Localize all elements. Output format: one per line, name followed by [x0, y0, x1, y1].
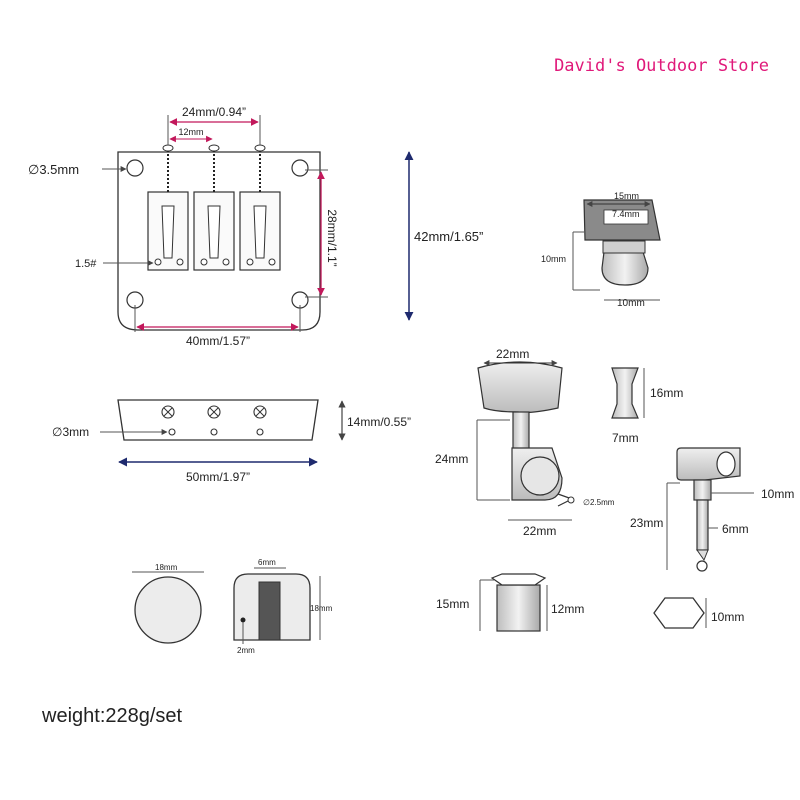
- spring: [167, 150, 261, 192]
- store-name: David's Outdoor Store: [554, 56, 769, 76]
- knob-side-shaft-label: 6mm: [258, 558, 276, 567]
- washer-inner-label: 12mm: [551, 602, 584, 616]
- tuner-base-width-label: 22mm: [523, 524, 556, 538]
- bushing-side-view: 16mm 7mm: [611, 367, 683, 445]
- strap-button-height-label: 10mm: [541, 254, 566, 264]
- tuner-screw-hole-label: ∅2.5mm: [583, 498, 615, 507]
- tuner-button-width-label: 22mm: [496, 347, 529, 361]
- bridge-top-view: 24mm/0.94” 12mm ∅3.5mm 1.5# 28mm/1.1” 40…: [28, 105, 483, 348]
- bridge-side-width-label: 50mm/1.97”: [186, 470, 250, 484]
- bushing-body: [611, 367, 639, 419]
- hex-nut-body: [653, 597, 705, 629]
- strap-button-top-label: 15mm: [614, 191, 639, 201]
- tuner-side-head-label: 10mm: [761, 487, 794, 501]
- tuner-side-view: 10mm 6mm 23mm: [630, 447, 794, 572]
- bridge-side-height-label: 14mm/0.55”: [347, 415, 411, 429]
- washer: 15mm 12mm: [436, 573, 584, 632]
- bridge-spacing-outer-label: 24mm/0.94”: [182, 105, 246, 119]
- bridge-hole-diameter-label: ∅3.5mm: [28, 162, 79, 177]
- strap-button: 15mm 7.4mm 10mm 10mm: [541, 191, 661, 309]
- bridge-side-view: ∅3mm 14mm/0.55” 50mm/1.97”: [52, 399, 411, 484]
- knob-side-height-label: 18mm: [310, 604, 333, 613]
- washer-outer-label: 15mm: [436, 597, 469, 611]
- bridge-side-hole-label: ∅3mm: [52, 425, 89, 439]
- knob-top-diameter-label: 18mm: [155, 563, 178, 572]
- knob-side-screw-label: 2mm: [237, 646, 255, 655]
- bridge-width-label: 40mm/1.57”: [186, 334, 250, 348]
- hex-nut-size-label: 10mm: [711, 610, 744, 624]
- bridge-side-body: [117, 399, 319, 441]
- tuner-height-label: 24mm: [435, 452, 468, 466]
- knob-top-body: [134, 576, 202, 644]
- bridge-height-label: 28mm/1.1”: [325, 209, 339, 266]
- knob-top-view: 18mm: [132, 563, 204, 644]
- mounting-hole: [126, 159, 144, 177]
- tuner-side-post-label: 6mm: [722, 522, 749, 536]
- knob-side-view: 6mm 18mm 2mm: [233, 558, 333, 655]
- mounting-hole: [291, 159, 309, 177]
- bridge-spacing-inner-label: 12mm: [178, 127, 203, 137]
- tuner-front-view: 22mm 24mm 22mm ∅2.5mm: [435, 347, 615, 538]
- saddle: [239, 191, 281, 271]
- bushing-width-label: 7mm: [612, 431, 639, 445]
- tuner-side-height-label: 23mm: [630, 516, 663, 530]
- washer-body: [496, 584, 541, 632]
- bushing-height-label: 16mm: [650, 386, 683, 400]
- hex-nut: 10mm: [653, 597, 744, 629]
- saddle: [147, 191, 189, 271]
- bridge-length-label: 42mm/1.65”: [414, 229, 483, 244]
- tuner-button: [477, 361, 563, 414]
- strap-button-bottom-label: 10mm: [617, 298, 645, 309]
- weight-label: weight:228g/set: [41, 705, 183, 727]
- strap-button-inner-label: 7.4mm: [612, 209, 640, 219]
- saddle: [193, 191, 235, 271]
- bridge-screw-label: 1.5#: [75, 258, 97, 270]
